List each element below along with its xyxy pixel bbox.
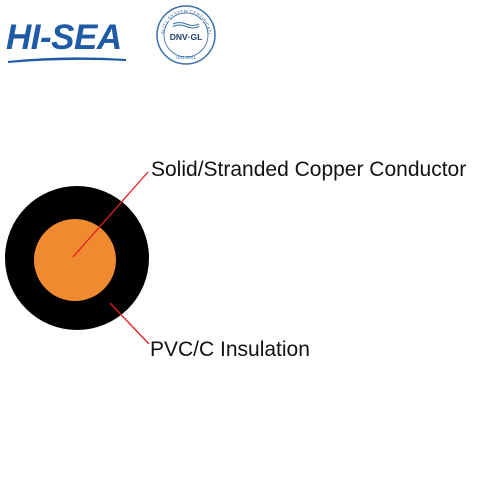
conductor-label: Solid/Stranded Copper Conductor — [151, 158, 467, 181]
dnv-wave-icon — [172, 22, 200, 29]
brand-name: HI-SEA — [6, 18, 122, 57]
certification-seal: QUALITY SYSTEM CERTIFICATION DNV·GL ISO … — [155, 4, 216, 65]
insulation-leader-line — [109, 302, 150, 345]
copper-conductor — [34, 219, 116, 301]
brand-swoosh-icon — [8, 57, 126, 63]
certification-mark: DNV·GL — [170, 32, 203, 42]
conductor-leader-line — [72, 171, 149, 258]
insulation-label: PVC/C Insulation — [150, 338, 310, 361]
certification-standard: ISO 9001 — [176, 55, 196, 60]
brand-logo: HI-SEA — [6, 18, 128, 63]
